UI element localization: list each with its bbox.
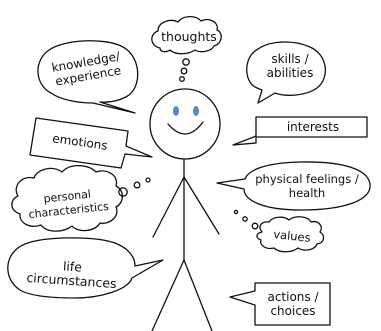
stick-figure-head	[149, 88, 221, 160]
skills-label: skills / abilities	[266, 52, 314, 80]
stick-figure-right-leg	[183, 259, 213, 331]
knowledge-speech-bubble	[37, 40, 139, 114]
actions-label: actions / choices	[267, 290, 319, 318]
stick-figure-smile	[167, 121, 204, 135]
thought-trail-dot	[118, 187, 128, 197]
stick-figure-left-arm	[152, 176, 185, 238]
thought-trail-dot	[145, 177, 151, 183]
thought-trail-dot	[133, 181, 141, 189]
thoughts-label: thoughts	[161, 29, 217, 44]
thought-trail-dot	[251, 222, 259, 230]
stick-figure-left-eye	[173, 106, 179, 116]
physical-label: physical feelings / health	[255, 172, 359, 200]
emotions-speech-bubble	[29, 117, 153, 169]
thought-trail-dot	[233, 209, 239, 215]
interests-speech-bubble	[232, 116, 368, 146]
thought-trail-dot	[179, 76, 185, 82]
thought-trail-dot	[242, 216, 248, 222]
thought-trail-dot	[180, 67, 188, 75]
thought-trail-dot	[182, 58, 190, 66]
stick-figure-left-leg	[151, 259, 185, 331]
skills-speech-bubble	[246, 41, 326, 104]
physical-speech-bubble	[216, 161, 371, 211]
values-cloud-bubble	[256, 216, 325, 253]
stick-figure-right-eye	[193, 106, 199, 116]
actions-speech-bubble	[229, 282, 331, 326]
life-speech-bubble	[7, 237, 164, 299]
interests-label: interests	[286, 120, 340, 134]
personal-cloud-bubble	[11, 164, 124, 232]
stick-figure-right-arm	[183, 176, 220, 235]
thoughts-cloud-bubble	[151, 15, 222, 55]
